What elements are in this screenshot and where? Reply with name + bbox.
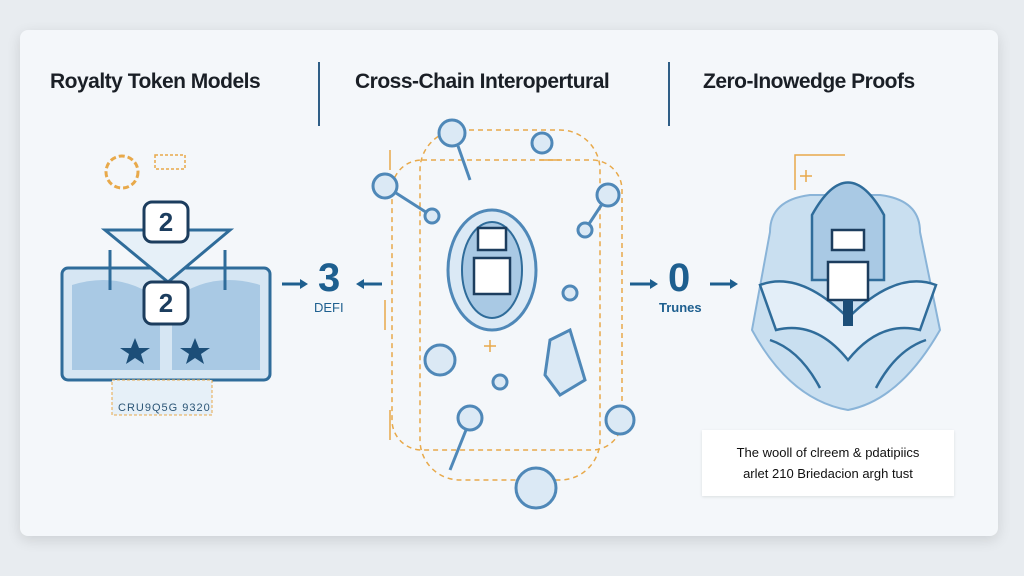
flow-label-trunes: Trunes	[659, 300, 702, 315]
note-line-1: The wooll of clreem & pdatipiics	[736, 445, 920, 460]
flow-label-defi: DEFI	[314, 300, 344, 315]
cross-chain-network	[371, 118, 636, 510]
flow-value-trunes: 0	[668, 256, 691, 300]
badge-bottom-label: 2	[158, 288, 174, 318]
section-title-zk: Zero-Inowedge Proofs	[703, 70, 915, 93]
section-title-cross-chain: Cross-Chain Interopertural	[355, 70, 610, 93]
royalty-book-icon	[60, 228, 272, 416]
note-line-2: arlet 210 Briedacion argh tust	[743, 466, 913, 481]
flow-arrows	[282, 279, 738, 289]
book-caption: CRU9Q5G 9320	[118, 402, 211, 414]
note-box: The wooll of clreem & pdatipiics arlet 2…	[702, 430, 954, 496]
flow-value-defi: 3	[318, 256, 341, 300]
section-title-royalty: Royalty Token Models	[50, 70, 261, 93]
badge-top-label: 2	[158, 207, 174, 237]
zk-shield-icon	[750, 154, 942, 412]
badge-bottom	[142, 280, 190, 326]
divider	[318, 62, 320, 126]
divider	[668, 62, 670, 126]
badge-top	[142, 200, 190, 244]
orange-ring-icon	[104, 154, 186, 190]
